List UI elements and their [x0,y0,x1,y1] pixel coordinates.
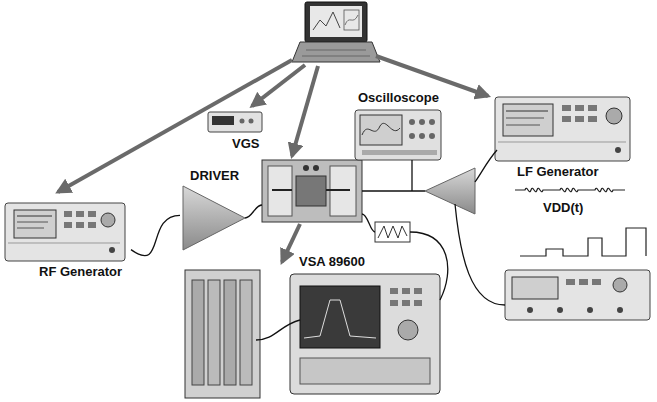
burst-signal [515,188,625,191]
oscilloscope [355,110,441,160]
driver-node: DRIVER [180,168,252,254]
oscilloscope-node: Oscilloscope [352,88,444,163]
pxi-chassis [185,270,260,398]
supply-amplifier [425,168,475,214]
vsa-node: VSA 89600 [285,252,445,398]
instrument-label: RF Generator [39,264,122,280]
lf-generator [495,97,630,161]
lf-generator-node: LF Generator [492,94,634,184]
cables [245,150,505,340]
instrument-label: VSA 89600 [299,254,365,270]
filter [375,222,410,242]
gate-supply-node: VGS [205,108,267,156]
dut-fixture [262,160,362,222]
instrument-label: VGS [232,136,259,152]
dc-supply [208,112,262,132]
instrument-label: VDD(t) [543,200,583,216]
driver-amplifier [183,186,245,250]
instrument-label: Oscilloscope [358,90,439,106]
pulse-generator-node: VDD(t) [503,198,653,326]
instrument-label: DRIVER [190,168,239,184]
rf-generator-node: RF Generator [3,198,131,284]
pulse-waveform [520,228,646,256]
dut-to-pxi-arrow [282,224,300,262]
rf-cable [131,215,180,255]
vector-signal-analyzer [290,274,440,394]
pulse-generator [505,270,650,320]
rf-generator [5,203,125,261]
instrument-label: LF Generator [517,164,599,180]
laptop [292,2,380,62]
